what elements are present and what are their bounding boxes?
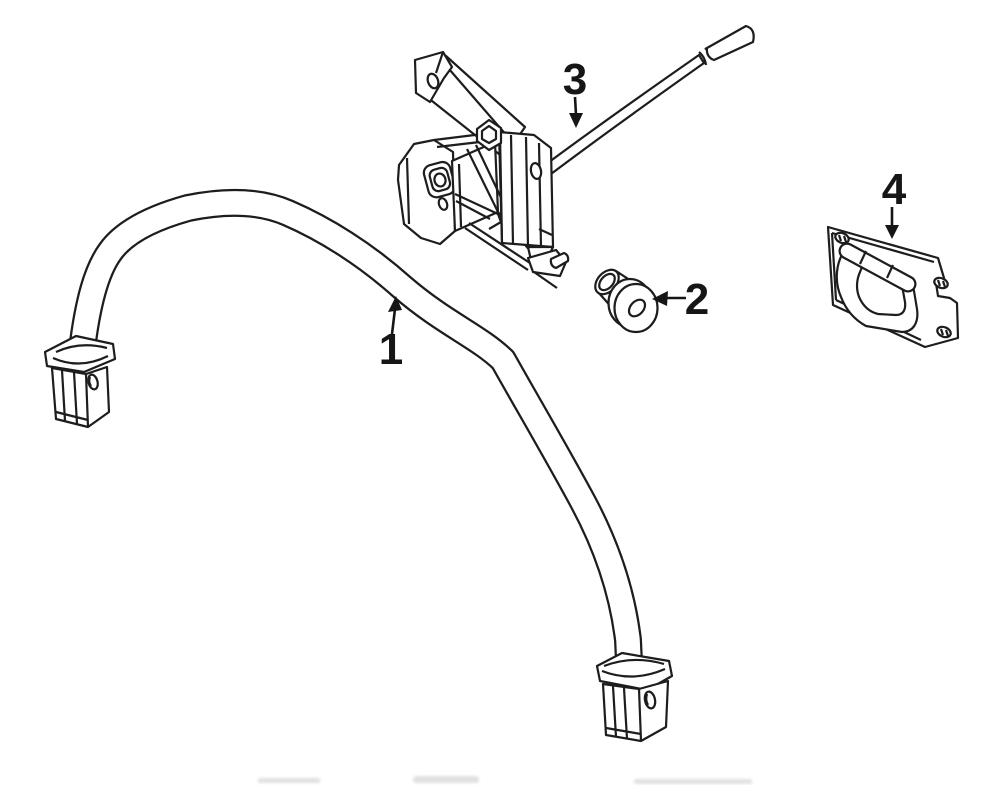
callout-1-arrow-shaft — [390, 308, 397, 335]
part-4-hook-bracket — [826, 225, 960, 349]
right-mount-facets — [605, 685, 642, 740]
plate-hole-1-hatch — [837, 234, 848, 243]
bracket-plate-hole — [529, 162, 543, 180]
tube-bar-left-mount — [43, 334, 117, 429]
hook-plate-holes — [834, 231, 952, 339]
bracket-panel-hole — [437, 197, 449, 211]
hook-bar-segments — [859, 250, 894, 279]
bracket-tab-hole — [426, 72, 440, 90]
artifact-mark — [634, 779, 752, 784]
bracket-tab-fold — [434, 51, 445, 74]
callout-2-arrow-head — [652, 291, 668, 306]
callout-3-arrow-head — [569, 113, 583, 128]
bracket-strap — [464, 222, 534, 271]
part-3-bracket-and-rod — [396, 24, 755, 289]
callout-3-label[interactable]: 3 — [563, 55, 587, 104]
callout-1-label[interactable]: 1 — [379, 325, 403, 374]
right-mount-hole-shadow — [645, 693, 649, 706]
hook-loop — [835, 248, 919, 334]
plate-hole-3-hatch — [939, 328, 950, 337]
callout-3-arrow-shaft — [573, 96, 578, 116]
left-mount-hole-shadow — [88, 376, 92, 387]
part-2-bushing — [594, 268, 659, 334]
left-mount-collar-lip — [52, 344, 109, 365]
tube-bar-fill — [70, 191, 641, 663]
rod — [535, 53, 706, 182]
artifact-mark — [258, 778, 320, 783]
right-mount-collar-lip — [601, 658, 666, 678]
hook-bar-fill — [840, 244, 915, 291]
bracket-boss — [422, 160, 457, 199]
artifact-mark — [413, 776, 479, 783]
left-mount-facets — [55, 369, 89, 425]
callout-3[interactable]: 3 — [563, 55, 587, 128]
plate-hole-2-hatch — [936, 279, 947, 288]
callout-4[interactable]: 4 — [882, 165, 907, 239]
callout-2-label[interactable]: 2 — [685, 275, 709, 324]
bracket-plate-lines — [498, 132, 553, 248]
bracket-strap-tip — [533, 271, 558, 289]
bracket-left-panel-edge — [405, 157, 411, 225]
bottom-edge-artifacts — [258, 776, 752, 784]
bracket-braces — [466, 144, 543, 259]
rod-tip — [705, 24, 755, 62]
bracket-clamp-inner — [480, 124, 498, 145]
callout-1-arrow-head — [388, 296, 402, 312]
part-1-tube-bar — [43, 188, 674, 743]
bushing-small-end-lip — [598, 272, 616, 292]
bracket-strap-tab — [549, 251, 570, 270]
callout-1[interactable]: 1 — [379, 296, 403, 374]
left-mount-collar — [43, 334, 117, 374]
callout-4-label[interactable]: 4 — [882, 165, 907, 214]
callout-2[interactable]: 2 — [652, 275, 709, 324]
boss-center — [433, 172, 447, 188]
tube-bar-right-mount — [595, 651, 674, 743]
bushing-hole — [627, 298, 647, 318]
callout-4-arrow-head — [885, 225, 899, 239]
callouts: 1 2 3 4 — [379, 55, 907, 374]
